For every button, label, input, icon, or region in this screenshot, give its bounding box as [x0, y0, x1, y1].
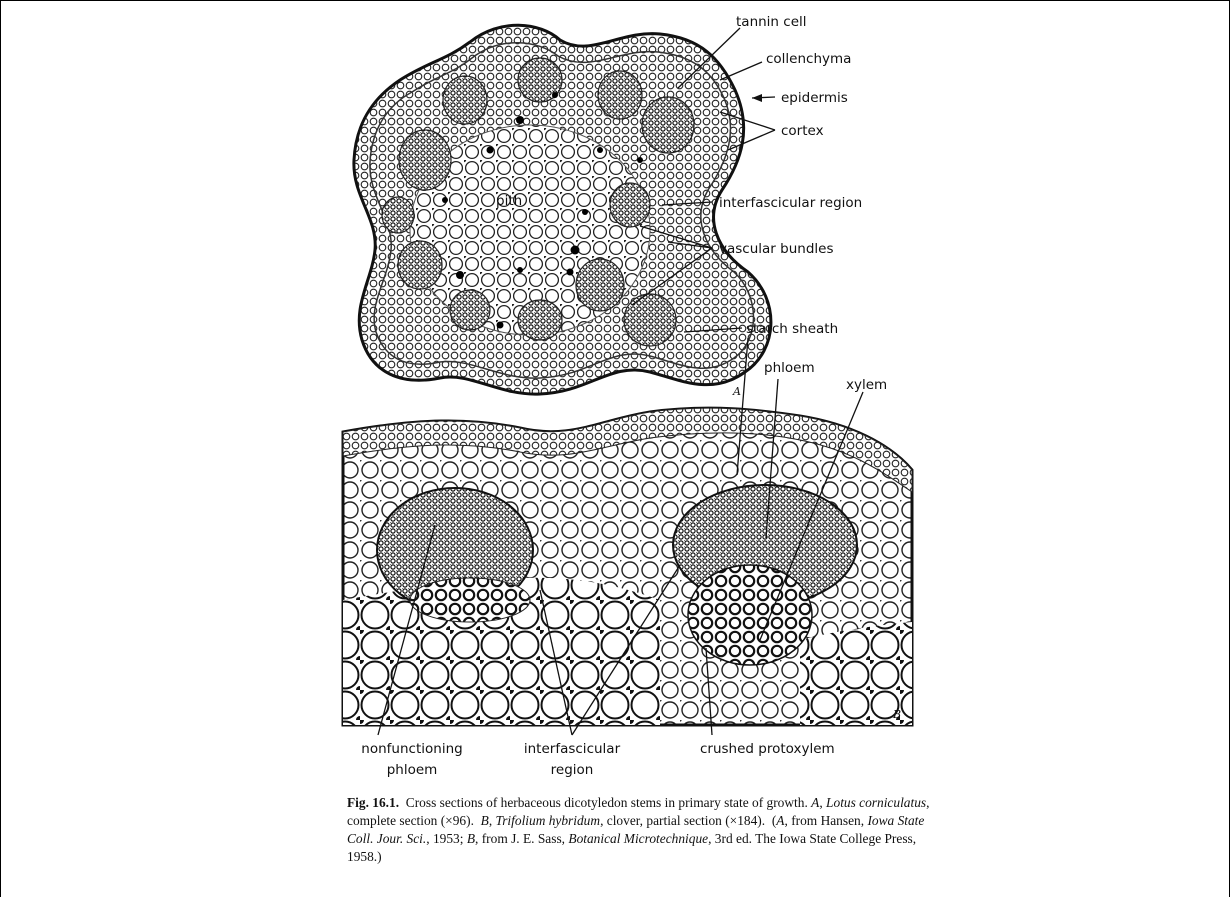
caption-fig-number: Fig. 16.1.	[347, 795, 399, 810]
caption-a-species: Lotus corniculatus	[826, 795, 926, 810]
panel-letter-b: B	[892, 708, 901, 721]
label-xylem: xylem	[846, 377, 887, 393]
label-cortex: cortex	[781, 123, 824, 139]
caption-source-a-letter: A	[776, 813, 784, 828]
label-vascular-bundles: vascular bundles	[719, 241, 833, 257]
caption-source-b-letter: B	[467, 831, 475, 846]
label-nonfunctioning-phloem-line2: phloem	[387, 762, 438, 778]
label-interfascicular-region-b-line1: interfascicular	[524, 741, 621, 757]
label-interfascicular-region-a: interfascicular region	[719, 195, 862, 211]
figure-caption: Fig. 16.1. Cross sections of herbaceous …	[347, 794, 947, 866]
caption-a-desc: complete section (×96).	[347, 813, 474, 828]
epidermis-arrowhead	[752, 94, 762, 102]
label-nonfunctioning-phloem-line1: nonfunctioning	[361, 741, 462, 757]
caption-source-b-from: from J. E. Sass,	[482, 831, 565, 846]
caption-b-species: Trifolium hybridum	[496, 813, 601, 828]
panel-letter-a: A	[732, 385, 741, 398]
caption-b-desc: clover, partial section (×184).	[607, 813, 765, 828]
caption-a-letter: A	[811, 795, 819, 810]
caption-line1: Cross sections of herbaceous dicotyledon…	[406, 795, 808, 810]
caption-source-a-from: from Hansen,	[791, 813, 864, 828]
label-pith: pith	[496, 193, 522, 209]
label-starch-sheath: starch sheath	[746, 321, 838, 337]
label-collenchyma: collenchyma	[766, 51, 851, 67]
caption-source-a-year: 1953;	[433, 831, 464, 846]
panel-b-section	[343, 408, 912, 725]
label-tannin-cell: tannin cell	[736, 14, 807, 30]
label-crushed-protoxylem: crushed protoxylem	[700, 741, 835, 757]
label-interfascicular-region-b-line2: region	[551, 762, 594, 778]
caption-source-b-book: Botanical Microtechnique	[568, 831, 708, 846]
label-phloem: phloem	[764, 360, 815, 376]
panel-a-section	[354, 25, 771, 394]
caption-b-letter: B	[481, 813, 489, 828]
label-epidermis: epidermis	[781, 90, 848, 106]
